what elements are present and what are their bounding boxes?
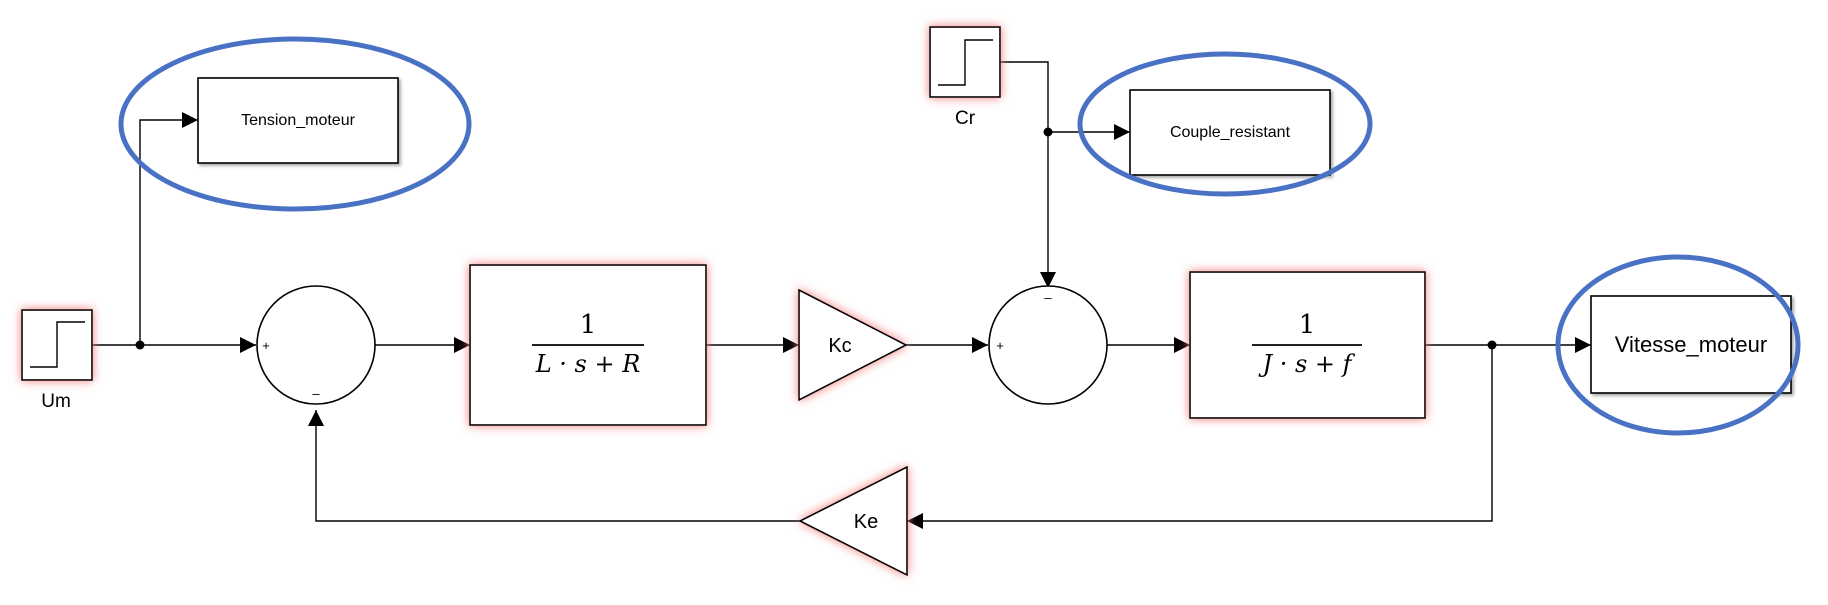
scope-label-tension: Tension_moteur xyxy=(241,112,356,129)
tf-mechanical-denominator: J · s + f xyxy=(1257,350,1355,378)
highlight-circle-vitesse xyxy=(1555,254,1801,436)
scope-block-tension[interactable] xyxy=(197,77,399,164)
step-icon xyxy=(938,39,993,86)
sum1-minus-sign: – xyxy=(312,386,320,401)
highlight-circle-tension xyxy=(118,36,472,212)
scope-label-couple: Couple_resistant xyxy=(1170,124,1291,141)
wire-cr-to-sum2 xyxy=(1000,61,1056,288)
sum-circle-1[interactable] xyxy=(256,285,376,405)
step-label-cr: Cr xyxy=(955,108,976,129)
step-icon xyxy=(30,321,85,368)
tf-electrical-numerator: 1 xyxy=(580,310,597,340)
branch-point-cr xyxy=(1043,127,1053,137)
scope-block-couple[interactable] xyxy=(1129,89,1331,176)
highlight-circle-couple xyxy=(1077,51,1373,197)
sum-block-2[interactable]: + – xyxy=(988,285,1108,405)
wire-um-to-tension-scope xyxy=(139,112,198,345)
signal-lines xyxy=(92,61,1591,529)
sum-block-1[interactable]: + – xyxy=(256,285,376,405)
gain-triangle-kc[interactable] xyxy=(798,288,908,402)
gain-ke[interactable]: Ke xyxy=(798,465,908,577)
scope-couple-resistant[interactable]: Couple_resistant xyxy=(1077,51,1373,197)
tf-electrical-denominator: L · s + R xyxy=(535,350,641,378)
wire-feedback-to-ke xyxy=(907,345,1493,529)
gain-label-kc: Kc xyxy=(828,335,851,357)
gain-label-ke: Ke xyxy=(854,511,878,533)
branch-point-speed xyxy=(1487,340,1497,350)
gain-triangle-ke[interactable] xyxy=(798,465,908,577)
step-source-um[interactable]: Um xyxy=(21,309,93,412)
gain-kc[interactable]: Kc xyxy=(798,288,908,402)
scope-block-vitesse[interactable] xyxy=(1590,295,1792,394)
transfer-function-electrical[interactable]: 1 L · s + R xyxy=(469,264,707,426)
scope-vitesse-moteur[interactable]: Vitesse_moteur xyxy=(1555,254,1801,436)
branch-point-um xyxy=(135,340,145,350)
step-source-cr[interactable]: Cr xyxy=(929,26,1001,129)
wire-ke-to-sum1 xyxy=(308,410,800,522)
sum2-minus-sign: – xyxy=(1044,290,1052,305)
tf-mechanical-numerator: 1 xyxy=(1299,310,1316,340)
scope-label-vitesse: Vitesse_moteur xyxy=(1615,332,1767,357)
sum-circle-2[interactable] xyxy=(988,285,1108,405)
sum2-plus-sign: + xyxy=(996,338,1004,353)
step-label-um: Um xyxy=(41,391,71,412)
transfer-function-mechanical[interactable]: 1 J · s + f xyxy=(1189,271,1426,419)
scope-tension-moteur[interactable]: Tension_moteur xyxy=(118,36,472,212)
sum1-plus-sign: + xyxy=(262,338,270,353)
